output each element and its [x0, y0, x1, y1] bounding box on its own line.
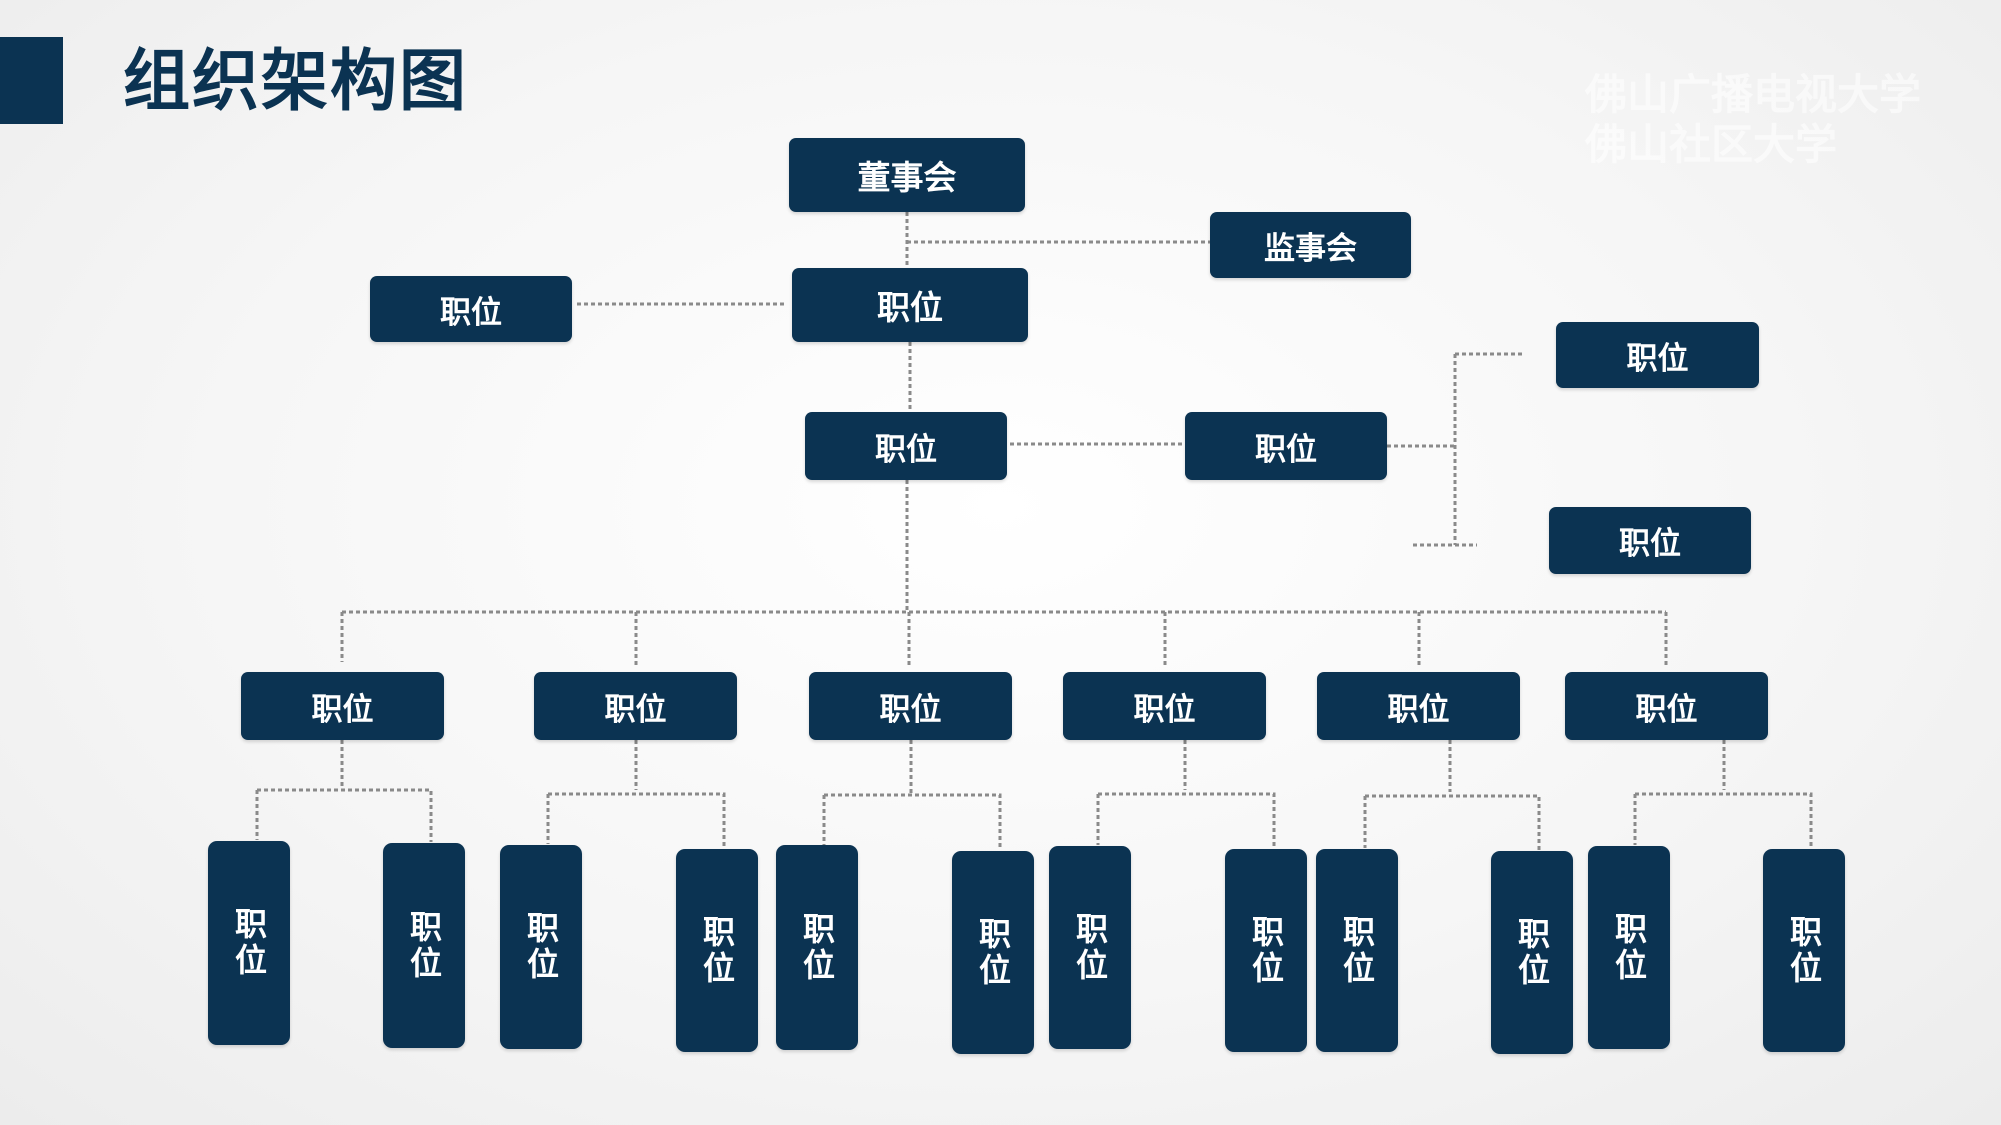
connector-group-1: [255, 740, 433, 842]
position-node-left-assistant: 职位: [370, 276, 572, 342]
position-node-l5-6: 职位: [952, 851, 1034, 1054]
position-node-l4-4: 职位: [1063, 672, 1266, 740]
title-accent-bar: [0, 37, 63, 124]
watermark: 佛山广播电视大学 佛山社区大学: [1585, 70, 1922, 169]
board-node: 董事会: [789, 138, 1025, 212]
connector-group-4: [1096, 740, 1276, 848]
position-node-l5-7: 职位: [1049, 846, 1131, 1049]
position-node-side-top: 职位: [1556, 322, 1759, 388]
position-node-l4-1: 职位: [241, 672, 444, 740]
position-node-l5-9: 职位: [1316, 849, 1398, 1052]
position-node-l5-12: 职位: [1763, 849, 1845, 1052]
position-node-level2: 职位: [792, 268, 1028, 342]
connector-level4-bus: [340, 610, 1668, 668]
position-node-l5-8: 职位: [1225, 849, 1307, 1052]
position-node-l4-3: 职位: [809, 672, 1012, 740]
page-title: 组织架构图: [123, 42, 468, 120]
position-node-level3-side: 职位: [1185, 412, 1387, 480]
position-node-side-bottom: 职位: [1549, 507, 1751, 574]
position-node-l5-11: 职位: [1588, 846, 1670, 1049]
position-node-l4-2: 职位: [534, 672, 737, 740]
connector-group-6: [1633, 740, 1813, 848]
connector-group-3: [822, 740, 1002, 850]
position-node-l5-1: 职位: [208, 841, 290, 1045]
position-node-level3: 职位: [805, 412, 1007, 480]
position-node-l4-5: 职位: [1317, 672, 1520, 740]
position-node-l5-4: 职位: [676, 849, 758, 1052]
position-node-l5-3: 职位: [500, 845, 582, 1049]
connector-group-5: [1363, 740, 1541, 850]
supervisory-node: 监事会: [1210, 212, 1411, 278]
position-node-l5-2: 职位: [383, 843, 465, 1048]
position-node-l4-6: 职位: [1565, 672, 1768, 740]
position-node-l5-5: 职位: [776, 845, 858, 1050]
connector-side-branch: [1387, 352, 1525, 547]
connector-group-2: [546, 740, 726, 848]
position-node-l5-10: 职位: [1491, 851, 1573, 1054]
